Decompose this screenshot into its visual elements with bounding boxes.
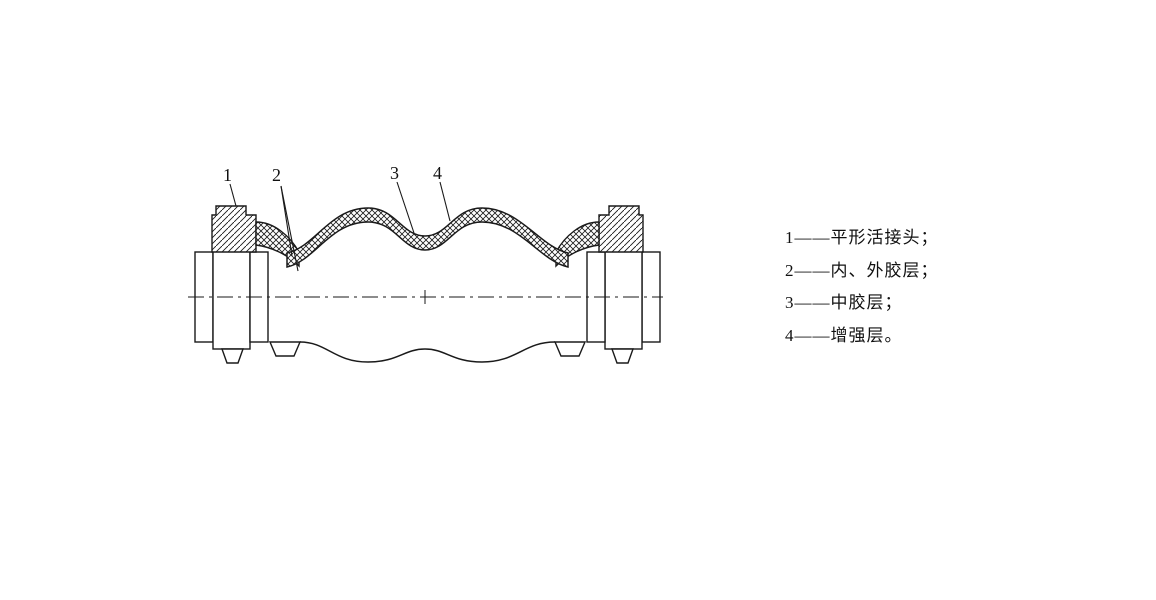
callout-leaders <box>229 181 451 272</box>
leader-2b <box>280 185 299 272</box>
right-union-assembly <box>553 205 661 364</box>
right-bottom-step <box>553 341 587 357</box>
legend-item-1: 1——平形活接头； <box>785 228 939 247</box>
callout-3-label: 3 <box>390 163 399 183</box>
figure-legend: 1——平形活接头； 2——内、外胶层； 3——中胶层； 4——增强层。 <box>785 222 939 352</box>
left-union-assembly <box>194 205 302 364</box>
legend-item-3: 3——中胶层； <box>785 293 903 312</box>
left-nut-bottom-chamfer <box>221 348 244 364</box>
right-union-cap-section <box>598 205 644 253</box>
bellows-bottom-outline <box>299 341 556 363</box>
callout-4-label: 4 <box>433 163 442 183</box>
leader-4 <box>439 181 451 222</box>
callout-1-label: 1 <box>223 165 232 185</box>
callout-numbers: 1 2 3 4 <box>223 163 442 185</box>
left-union-cap-section <box>211 205 257 253</box>
leader-3 <box>396 181 415 234</box>
right-nut-bottom-chamfer <box>611 348 634 364</box>
legend-item-2: 2——内、外胶层； <box>785 260 939 280</box>
callout-2-label: 2 <box>272 165 281 185</box>
bellows-top-wall-section <box>286 207 569 268</box>
left-bottom-step <box>268 341 302 357</box>
leader-1 <box>229 183 237 207</box>
legend-item-4: 4——增强层。 <box>785 325 903 345</box>
